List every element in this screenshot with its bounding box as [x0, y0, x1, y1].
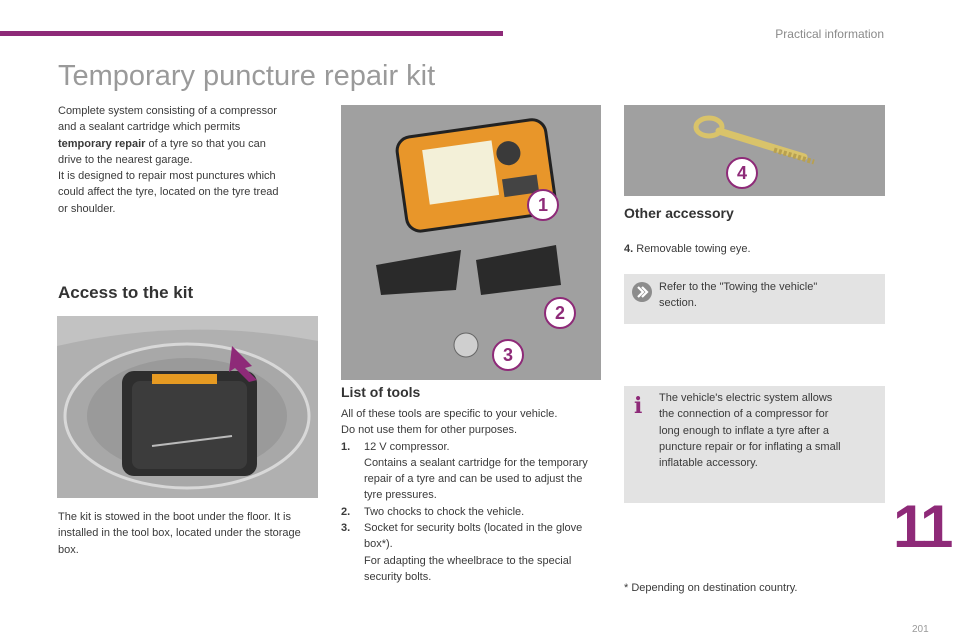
intro-paragraph: Complete system consisting of a compress… [58, 105, 279, 215]
chevron-right-icon [632, 282, 652, 302]
access-heading: Access to the kit [58, 283, 194, 302]
info-icon: i [634, 393, 643, 419]
tools-list: All of these tools are specific to your … [341, 406, 603, 585]
chapter-number: 11 [893, 493, 953, 560]
tools-intro: All of these tools are specific to your … [341, 408, 558, 437]
tool-badge-3: 3 [492, 339, 524, 371]
tools-heading: List of tools [341, 384, 421, 400]
tool-item-1: 1. 12 V compressor.Contains a sealant ca… [341, 440, 588, 502]
tool-badge-4: 4 [726, 157, 758, 189]
tool-badge-2: 2 [544, 297, 576, 329]
tool-item-3: 3. Socket for security bolts (located in… [341, 522, 583, 583]
towing-reference-note: Refer to the "Towing the vehicle" sectio… [624, 274, 885, 324]
page-title: Temporary puncture repair kit [58, 60, 436, 92]
tool-badge-1: 1 [527, 189, 559, 221]
footnote: * Depending on destination country. [624, 582, 798, 594]
header-accent-bar [0, 31, 503, 36]
kit-photo: 1 2 3 [341, 105, 601, 380]
section-label: Practical information [775, 27, 884, 41]
boot-photo [57, 316, 318, 498]
page-number: 201 [912, 624, 929, 635]
other-accessory-heading: Other accessory [624, 205, 734, 221]
access-text: The kit is stowed in the boot under the … [58, 511, 301, 556]
tool-item-2: 2. Two chocks to chock the vehicle. [341, 505, 525, 518]
accessory-item-4: 4. Removable towing eye. [624, 243, 751, 255]
info-note: i The vehicle's electric system allows t… [624, 386, 885, 503]
towing-eye-photo: 4 [624, 105, 885, 196]
